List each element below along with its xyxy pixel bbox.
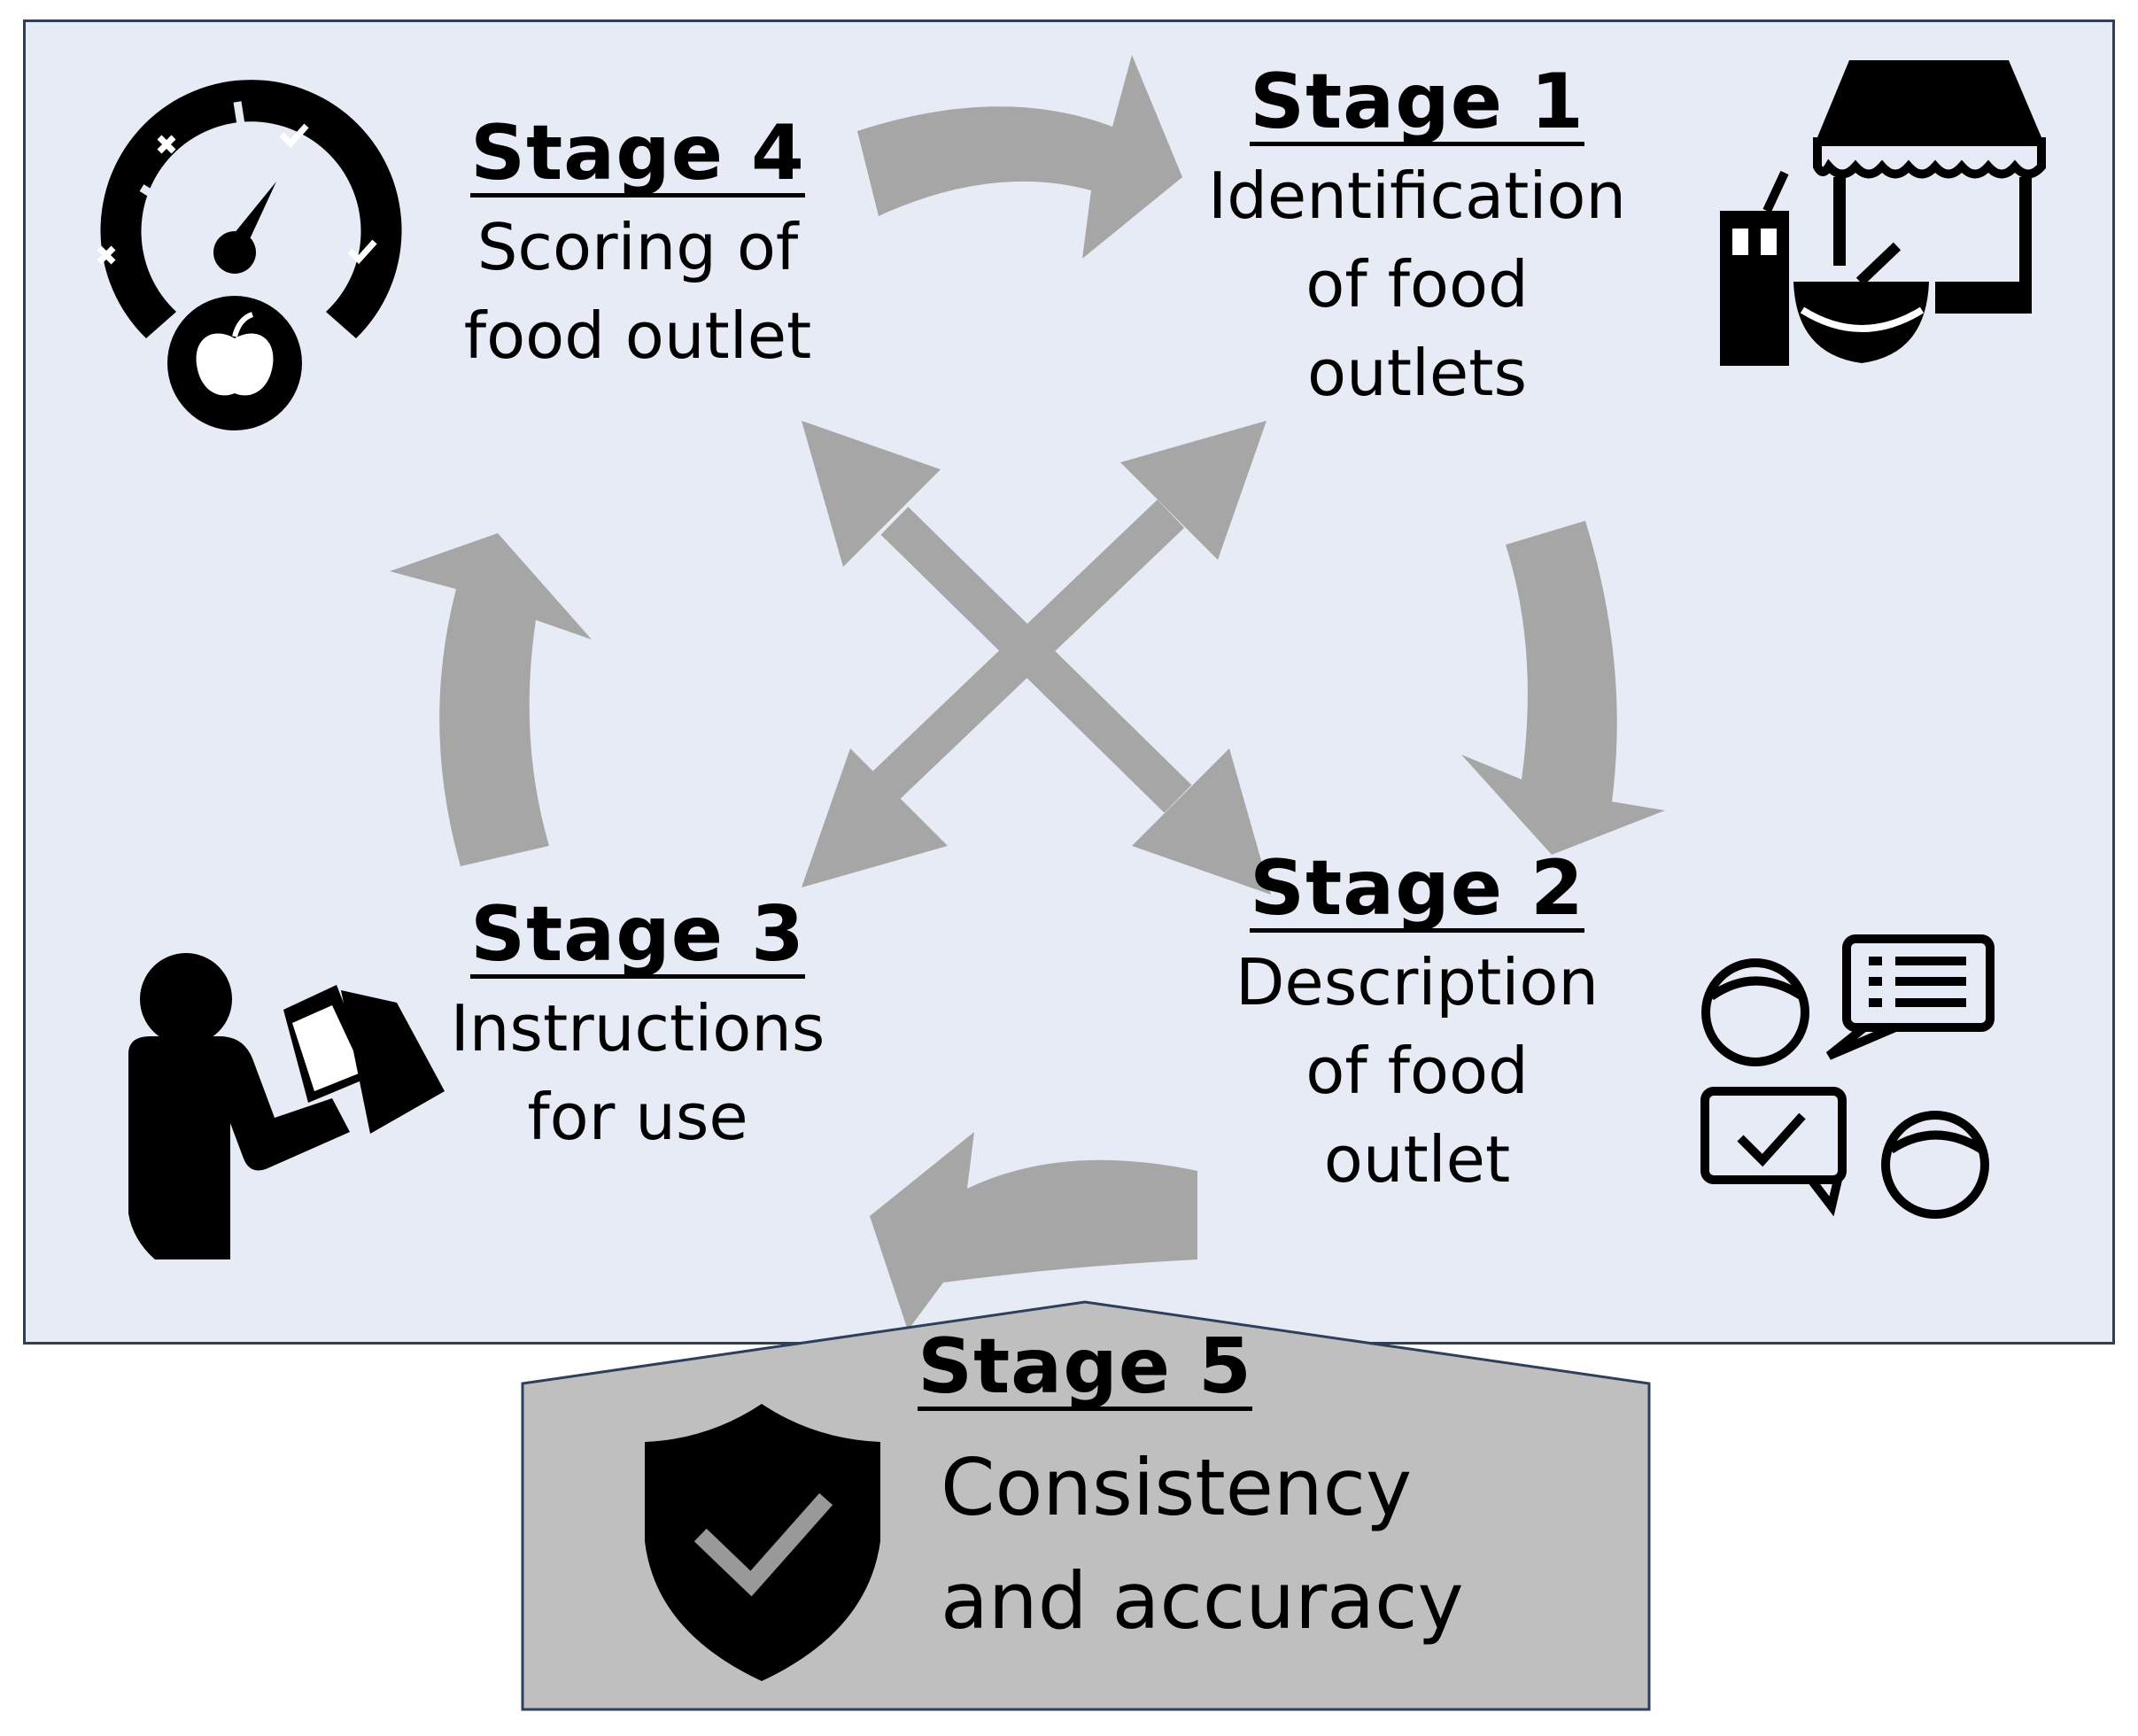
shield-check-icon	[645, 1404, 880, 1681]
stage5-heading-block: Stage 5	[850, 1329, 1320, 1411]
stage3-heading: Stage 3	[470, 890, 805, 979]
stage1-description: Identification of food outlets	[1207, 159, 1627, 410]
stage5-description: Consistency and accuracy	[941, 1442, 1464, 1647]
stage2-description: Description of food outlet	[1235, 945, 1600, 1197]
score-gauge-icon	[97, 80, 402, 430]
stage4-heading: Stage 4	[470, 109, 805, 198]
stage3-block: Stage 3 Instructions for use	[407, 896, 868, 1161]
food-outlet-icon	[1720, 60, 2046, 366]
stage5-heading: Stage 5	[918, 1322, 1252, 1411]
stage4-description: Scoring of food outlet	[463, 210, 812, 373]
stage1-heading: Stage 1	[1250, 58, 1584, 146]
stage2-block: Stage 2 Description of food outlet	[1187, 850, 1647, 1204]
cycle-arrow-1-to-2	[1461, 521, 1665, 855]
cycle-arrow-4-to-1	[857, 55, 1182, 259]
stage1-block: Stage 1 Identification of food outlets	[1178, 64, 1656, 417]
stage2-heading: Stage 2	[1250, 844, 1584, 933]
stage4-block: Stage 4 Scoring of food outlet	[399, 115, 877, 380]
cycle-arrow-2-to-3	[870, 1132, 1197, 1330]
diagonal-arrow-1-to-3	[802, 421, 1267, 887]
conversation-icon	[1700, 934, 1995, 1219]
person-reading-icon	[128, 953, 445, 1259]
cycle-arrow-3-to-4	[390, 533, 592, 866]
stage3-description: Instructions for use	[450, 991, 825, 1154]
